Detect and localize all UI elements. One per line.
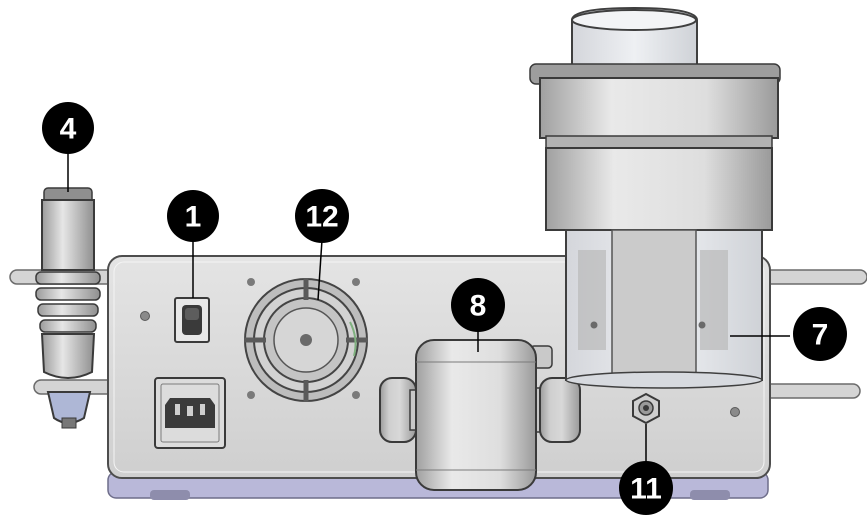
svg-text:7: 7 — [812, 319, 829, 352]
svg-text:8: 8 — [470, 290, 487, 323]
power-inlet-icon — [154, 377, 226, 449]
foot-right — [690, 490, 730, 500]
power-switch-icon — [174, 297, 210, 343]
cooling-fan-icon — [244, 278, 368, 402]
leader-lines — [67, 148, 790, 462]
callout-4: 4 — [42, 102, 94, 154]
callout-12: 12 — [295, 189, 349, 243]
handpiece-holder-icon — [35, 187, 101, 429]
reservoir-icon — [529, 6, 781, 389]
svg-text:4: 4 — [60, 113, 77, 146]
svg-text:11: 11 — [630, 473, 662, 506]
callout-7: 7 — [793, 307, 847, 361]
svg-text:1: 1 — [185, 201, 202, 234]
callout-1: 1 — [167, 190, 219, 242]
pump-cylinder-icon — [379, 339, 581, 491]
svg-text:12: 12 — [305, 201, 338, 234]
foot-left — [150, 490, 190, 500]
fitting-icon — [632, 392, 660, 425]
callout-11: 11 — [619, 461, 673, 515]
callout-8: 8 — [451, 278, 505, 332]
